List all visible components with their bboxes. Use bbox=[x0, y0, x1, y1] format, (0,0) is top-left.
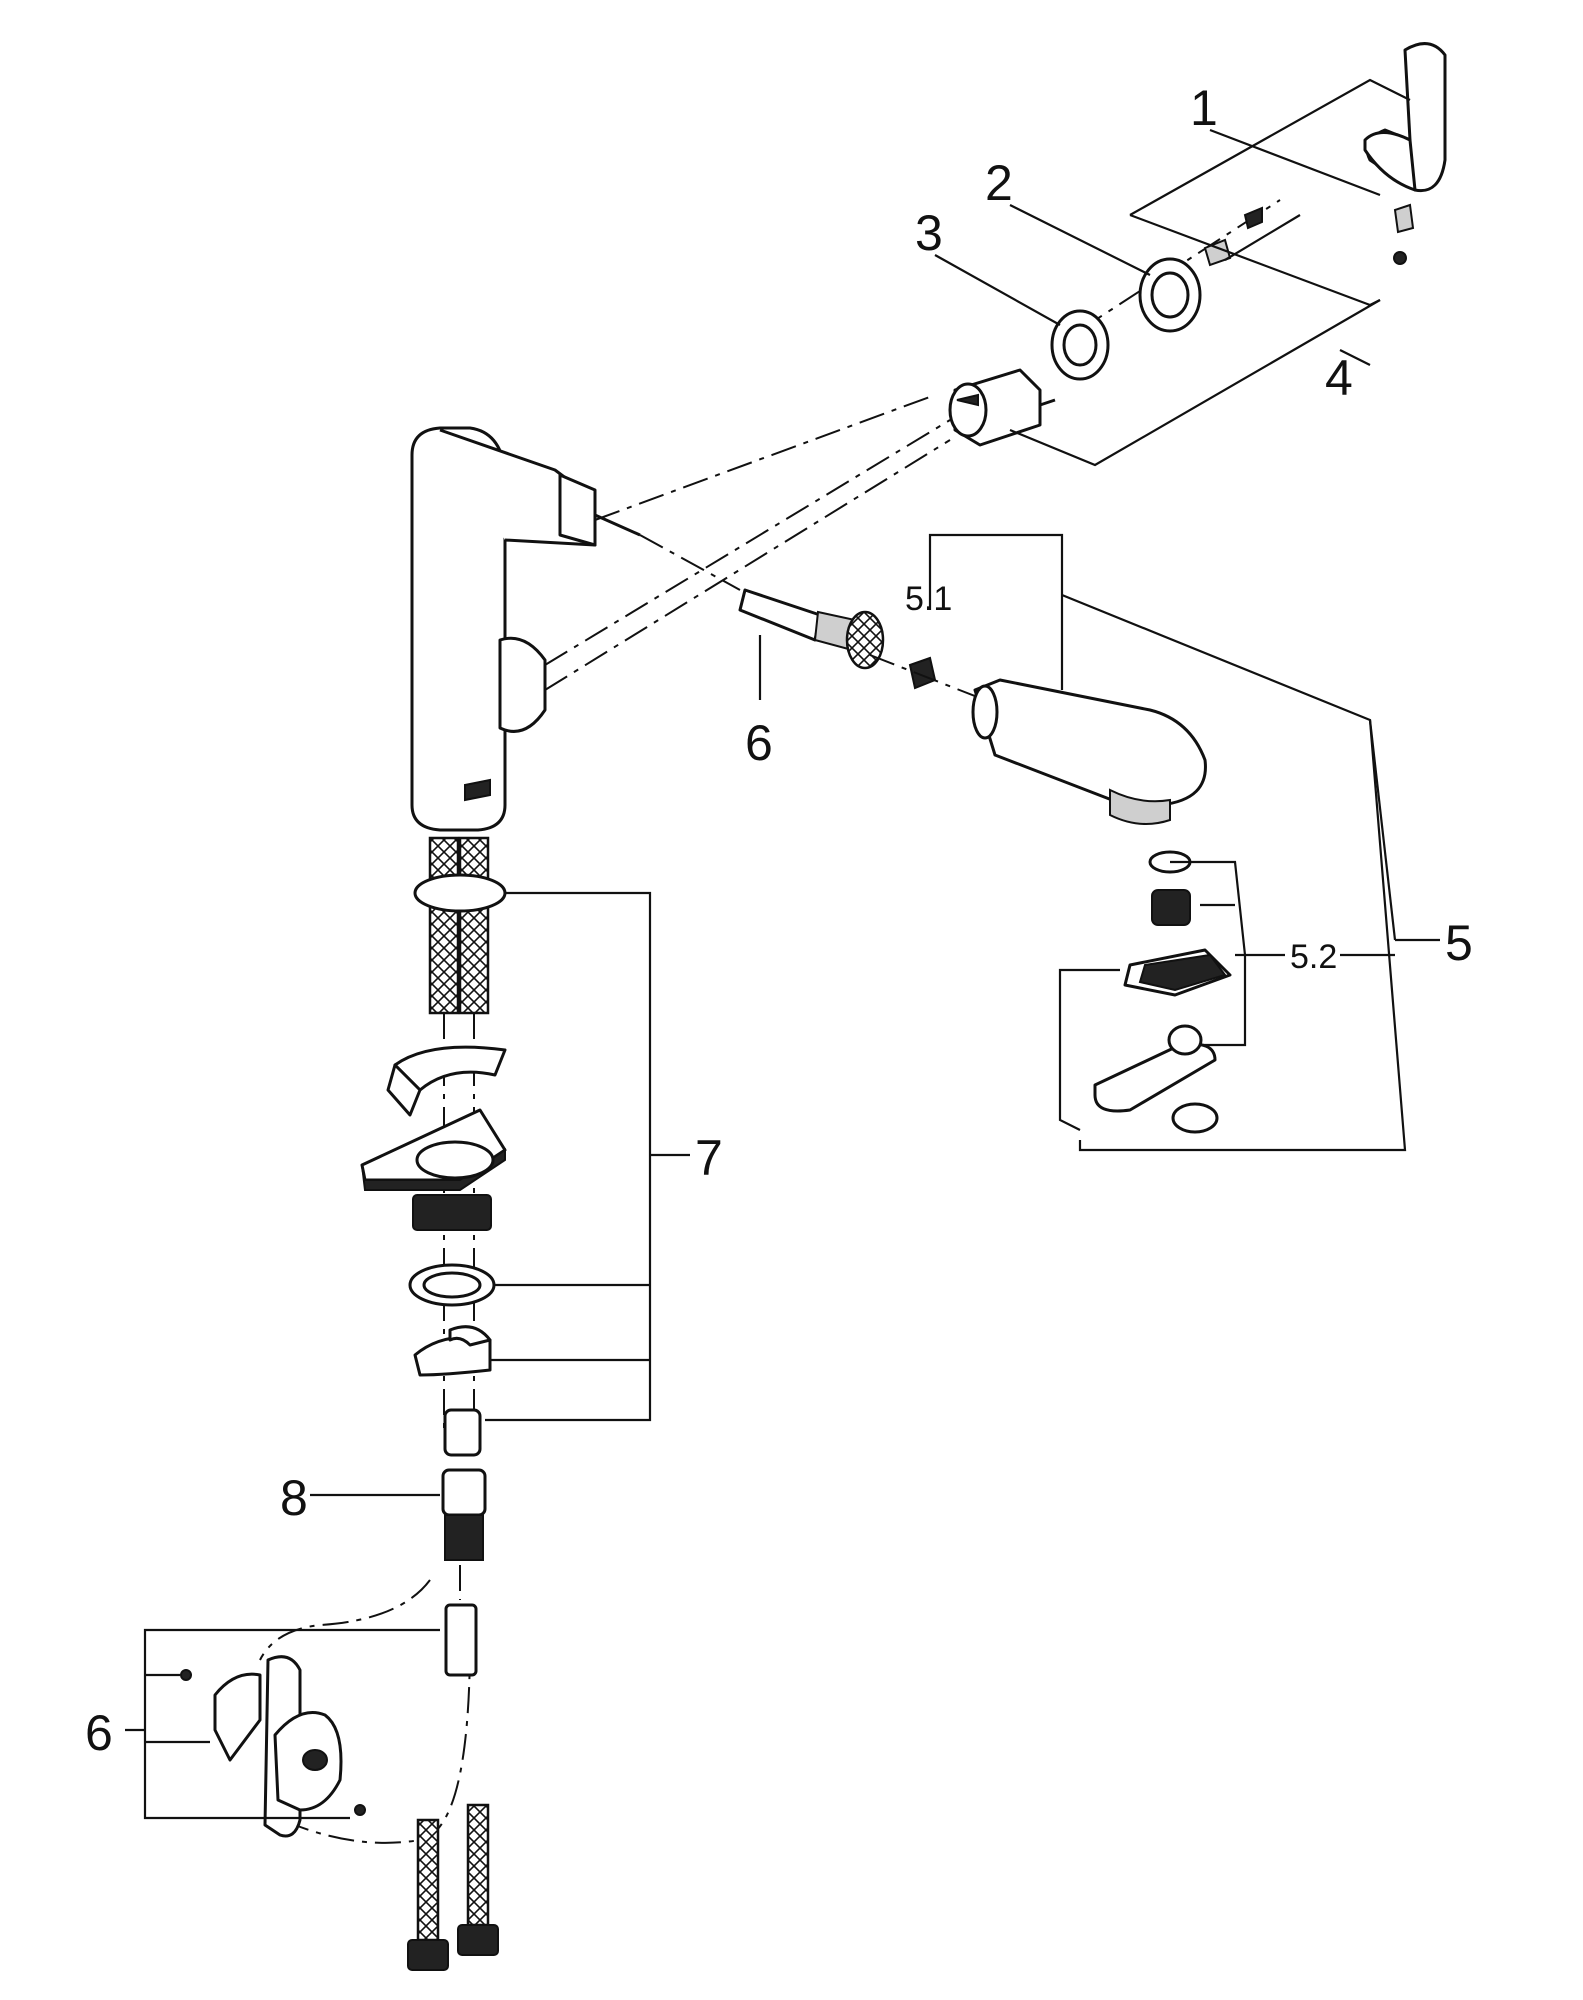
set-7-frame bbox=[485, 891, 690, 1422]
adapter-5-1 bbox=[869, 654, 986, 701]
triangle-plate bbox=[360, 1108, 507, 1231]
hose-6 bbox=[738, 588, 885, 670]
callout-5-1: 5.1 bbox=[905, 580, 952, 618]
lever-handle bbox=[1363, 42, 1447, 193]
leaders-top bbox=[934, 128, 1381, 326]
fixing-nut bbox=[443, 1408, 482, 1457]
spray-head bbox=[971, 678, 1207, 825]
callout-5: 5 bbox=[1445, 915, 1473, 971]
spray-small-parts bbox=[1093, 850, 1232, 1134]
callout-1: 1 bbox=[1190, 80, 1218, 136]
supply-hoses bbox=[407, 1803, 499, 1971]
callout-2: 2 bbox=[985, 155, 1013, 211]
set-5-frame bbox=[928, 533, 1440, 1152]
set-4-frame bbox=[1009, 78, 1411, 467]
rubber-washer bbox=[408, 1263, 496, 1307]
pullout-hose-line bbox=[594, 513, 741, 591]
hose-connector bbox=[444, 1603, 478, 1677]
set-6-holder-frame bbox=[125, 1628, 440, 1820]
shank-hoses bbox=[428, 836, 490, 1430]
callout-5-2: 5.2 bbox=[1290, 938, 1337, 976]
callout-4: 4 bbox=[1325, 350, 1353, 406]
hose-holder bbox=[180, 1655, 366, 1838]
handle-set-parts bbox=[1203, 203, 1415, 267]
coupling-8 bbox=[441, 1468, 487, 1561]
ring-2 bbox=[1138, 257, 1202, 333]
callout-6-holder: 6 bbox=[85, 1705, 113, 1761]
c-clip bbox=[413, 1325, 492, 1377]
ring-3 bbox=[1050, 309, 1110, 381]
callout-8: 8 bbox=[280, 1470, 308, 1526]
mounting-o-ring bbox=[413, 873, 507, 913]
callout-7: 7 bbox=[695, 1130, 723, 1186]
callout-6-hose: 6 bbox=[745, 715, 773, 771]
faucet-body bbox=[410, 426, 597, 832]
cartridge bbox=[948, 368, 1056, 447]
callout-3: 3 bbox=[915, 205, 943, 261]
horseshoe-washer bbox=[386, 1045, 507, 1117]
